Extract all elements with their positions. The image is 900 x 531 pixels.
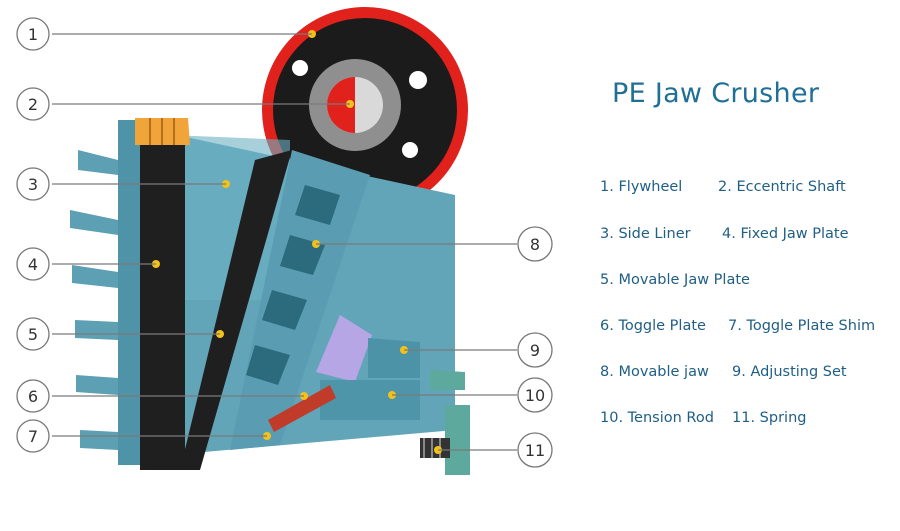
- callout-1: 1: [16, 17, 50, 51]
- eccentric-shaft: [309, 59, 401, 151]
- svg-text:4: 4: [28, 255, 38, 274]
- svg-text:7: 7: [28, 427, 38, 446]
- callout-9: 9: [517, 332, 553, 368]
- legend-item-tension-rod: 10. Tension Rod: [600, 410, 714, 426]
- legend-item-toggle-plate-shim: 7. Toggle Plate Shim: [728, 318, 876, 334]
- tension-rod-block: [320, 370, 470, 475]
- callout-4: 4: [16, 247, 50, 281]
- movable-jaw-plate: [180, 150, 292, 470]
- svg-text:11: 11: [525, 441, 545, 460]
- callout-11: 11: [517, 432, 553, 468]
- fixed-jaw-side: [70, 120, 140, 465]
- legend-item-flywheel: 1. Flywheel: [600, 179, 683, 195]
- svg-text:1: 1: [28, 25, 38, 44]
- svg-text:10: 10: [525, 386, 545, 405]
- legend-item-spring: 11. Spring: [732, 410, 807, 426]
- svg-text:2: 2: [28, 95, 38, 114]
- legend-item-adjusting-set: 9. Adjusting Set: [732, 364, 847, 380]
- callout-2: 2: [16, 87, 50, 121]
- legend-item-fixed-jaw-plate: 4. Fixed Jaw Plate: [722, 226, 849, 242]
- toggle-plate: [268, 385, 336, 432]
- callout-5: 5: [16, 317, 50, 351]
- legend-item-movable-jaw-plate: 5. Movable Jaw Plate: [600, 272, 750, 288]
- callout-3: 3: [16, 167, 50, 201]
- svg-text:9: 9: [530, 341, 540, 360]
- svg-text:3: 3: [28, 175, 38, 194]
- legend-item-side-liner: 3. Side Liner: [600, 226, 691, 242]
- leader-lines: [52, 33, 517, 451]
- callout-6: 6: [16, 379, 50, 413]
- svg-text:8: 8: [530, 235, 540, 254]
- diagram-title: PE Jaw Crusher: [612, 78, 820, 109]
- svg-text:5: 5: [28, 325, 38, 344]
- legend-item-eccentric-shaft: 2. Eccentric Shaft: [718, 179, 846, 195]
- callout-8: 8: [517, 226, 553, 262]
- svg-text:6: 6: [28, 387, 38, 406]
- callout-7: 7: [16, 419, 50, 453]
- legend-item-toggle-plate: 6. Toggle Plate: [600, 318, 706, 334]
- callout-10: 10: [517, 377, 553, 413]
- fixed-jaw-plate: [135, 118, 190, 470]
- legend-item-movable-jaw: 8. Movable jaw: [600, 364, 709, 380]
